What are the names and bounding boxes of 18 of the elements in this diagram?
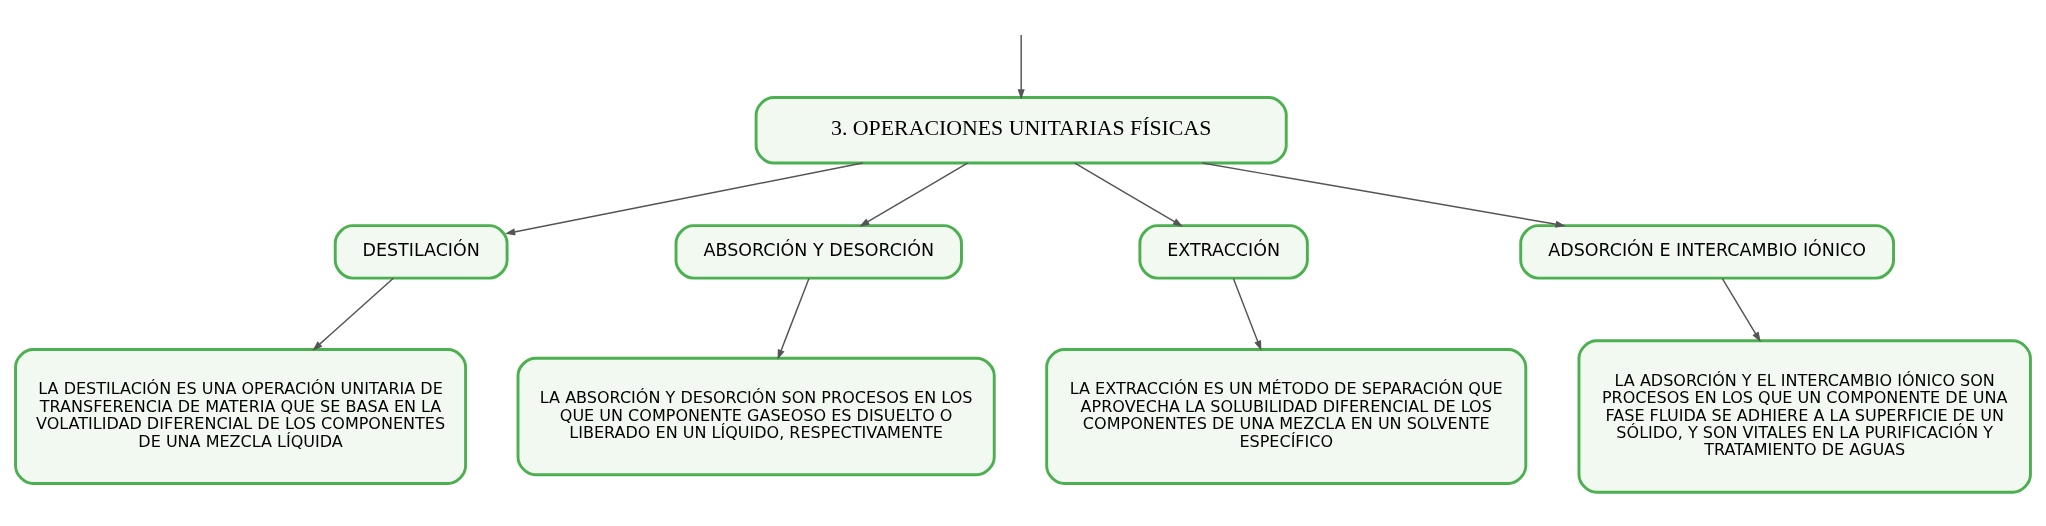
- node-box: 3. OPERACIONES UNITARIAS FÍSICAS: [754, 96, 1288, 165]
- arrow: [504, 162, 864, 236]
- node-box: LA EXTRACCIÓN ES UN MÉTODO DE SEPARACIÓN QUE APROVECHA LA SOLUBILIDAD DIFERENCIAL DE LOS COMPONENTES DE UNA MEZCLA EN UN SOLVENTE ESPECÍFICO: [1045, 348, 1528, 485]
- arrow: [312, 277, 395, 351]
- node-box: ADSORCIÓN E INTERCAMBIO IÓNICO: [1519, 224, 1895, 280]
- arrow: [1201, 162, 1566, 228]
- arrow: [859, 162, 969, 227]
- arrow: [1232, 277, 1262, 351]
- arrow: [1017, 34, 1025, 100]
- node-box: EXTRACCIÓN: [1138, 224, 1309, 280]
- arrow: [777, 277, 810, 360]
- node-box: LA ABSORCIÓN Y DESORCIÓN SON PROCESOS EN LOS QUE UN COMPONENTE GASEOSO ES DISUELTO O LIBERADO EN UN LÍQUIDO, RESPECTIVAMENTE: [516, 356, 996, 477]
- arrow: [1721, 277, 1761, 343]
- node-box: LA ADSORCIÓN Y EL INTERCAMBIO IÓNICO SON PROCESOS EN LOS QUE UN COMPONENTE DE UNA FASE FLUIDA SE ADHIERE A LA SUPERFICIE DE UN SÓLIDO, Y SON VITALES EN LA PURIFICACIÓN Y TRATAMIENTO DE AGUAS: [1577, 339, 2032, 494]
- node-box: DESTILACIÓN: [333, 224, 509, 280]
- arrow: [1074, 162, 1184, 227]
- node-box: ABSORCIÓN Y DESORCIÓN: [674, 224, 963, 280]
- node-box: LA DESTILACIÓN ES UNA OPERACIÓN UNITARIA DE TRANSFERENCIA DE MATERIA QUE SE BASA EN LA VOLATILIDAD DIFERENCIAL DE LOS COMPONENTES DE UNA MEZCLA LÍQUIDA: [14, 348, 468, 485]
